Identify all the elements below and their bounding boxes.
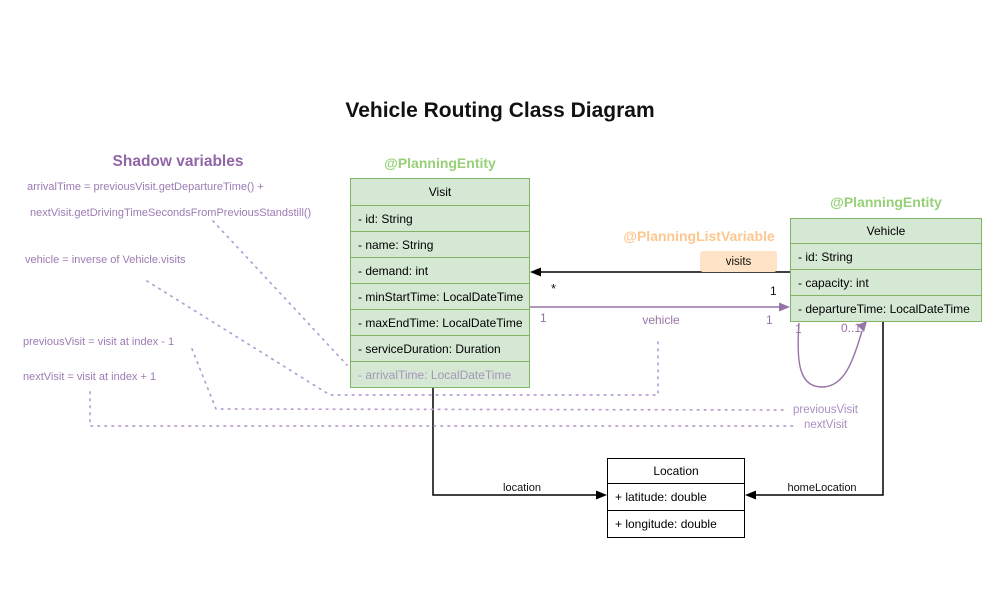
shadow-formula-arrivaltime-2: nextVisit.getDrivingTimeSecondsFromPrevi… <box>30 207 312 219</box>
annotation-planning-entity-visit: @PlanningEntity <box>384 155 496 171</box>
class-location[interactable]: Location + latitude: double + longitude:… <box>607 458 745 538</box>
visit-attr-arrivaltime: - arrivalTime: LocalDateTime <box>351 361 529 387</box>
annotation-planning-entity-vehicle: @PlanningEntity <box>830 194 942 210</box>
next-visit-label: nextVisit <box>804 419 848 431</box>
visit-attr-name: - name: String <box>351 231 529 257</box>
shadow-formula-vehicle: vehicle = inverse of Vehicle.visits <box>25 254 186 266</box>
shadow-connector-previousvisit <box>191 348 789 411</box>
vehicle-attr-id: - id: String <box>791 243 981 269</box>
home-location-arrow[interactable] <box>745 320 884 500</box>
location-attr-longitude: + longitude: double <box>608 510 744 537</box>
previous-visit-label: previousVisit <box>793 404 858 416</box>
visits-arrow[interactable] <box>530 267 790 277</box>
class-visit-name: Visit <box>428 185 452 199</box>
class-vehicle-name: Vehicle <box>866 224 906 238</box>
vehicle-attr-departuretime: - departureTime: LocalDateTime <box>791 295 981 321</box>
chain-loop-mult-source: 1 <box>795 322 802 336</box>
vehicle-ref-label: vehicle <box>642 313 680 327</box>
shadow-connector-arrivaltime <box>212 220 348 366</box>
shadow-connector-vehicle <box>146 280 659 396</box>
chain-loop-mult-target: 0..1 <box>841 321 862 335</box>
visit-attr-maxendtime: - maxEndTime: LocalDateTime <box>351 309 529 335</box>
visit-attr-serviceduration: - serviceDuration: Duration <box>351 335 529 361</box>
class-vehicle[interactable]: Vehicle - id: String - capacity: int - d… <box>790 218 982 322</box>
shadow-variables-heading: Shadow variables <box>112 153 244 170</box>
location-ref-label: location <box>503 482 541 494</box>
chain-loop-arrow[interactable] <box>797 321 867 388</box>
shadow-formula-previousvisit: previousVisit = visit at index - 1 <box>23 336 175 348</box>
shadow-formula-arrivaltime-1: arrivalTime = previousVisit.getDeparture… <box>27 181 264 193</box>
vehicle-ref-mult-vehicle-end: 1 <box>766 313 773 327</box>
visits-mult-vehicle-end: 1 <box>770 284 777 298</box>
location-arrow[interactable] <box>432 387 607 500</box>
visits-mult-visit-end: * <box>551 281 557 296</box>
vehicle-ref-mult-visit-end: 1 <box>540 311 547 325</box>
home-location-ref-label: homeLocation <box>787 482 857 494</box>
page-title: Vehicle Routing Class Diagram <box>345 99 655 122</box>
vehicle-attr-capacity: - capacity: int <box>791 269 981 295</box>
class-location-name: Location <box>653 464 699 478</box>
visits-badge[interactable]: visits <box>700 251 777 272</box>
shadow-connector-nextvisit <box>89 391 797 427</box>
annotation-planning-list-variable: @PlanningListVariable <box>623 228 775 244</box>
visit-attr-id: - id: String <box>351 205 529 231</box>
location-attr-latitude: + latitude: double <box>608 483 744 510</box>
visit-attr-demand: - demand: int <box>351 257 529 283</box>
vehicle-arrow[interactable] <box>530 302 790 312</box>
visit-attr-minstarttime: - minStartTime: LocalDateTime <box>351 283 529 309</box>
shadow-formula-nextvisit: nextVisit = visit at index + 1 <box>23 371 157 383</box>
class-visit[interactable]: Visit - id: String - name: String - dema… <box>350 178 530 388</box>
